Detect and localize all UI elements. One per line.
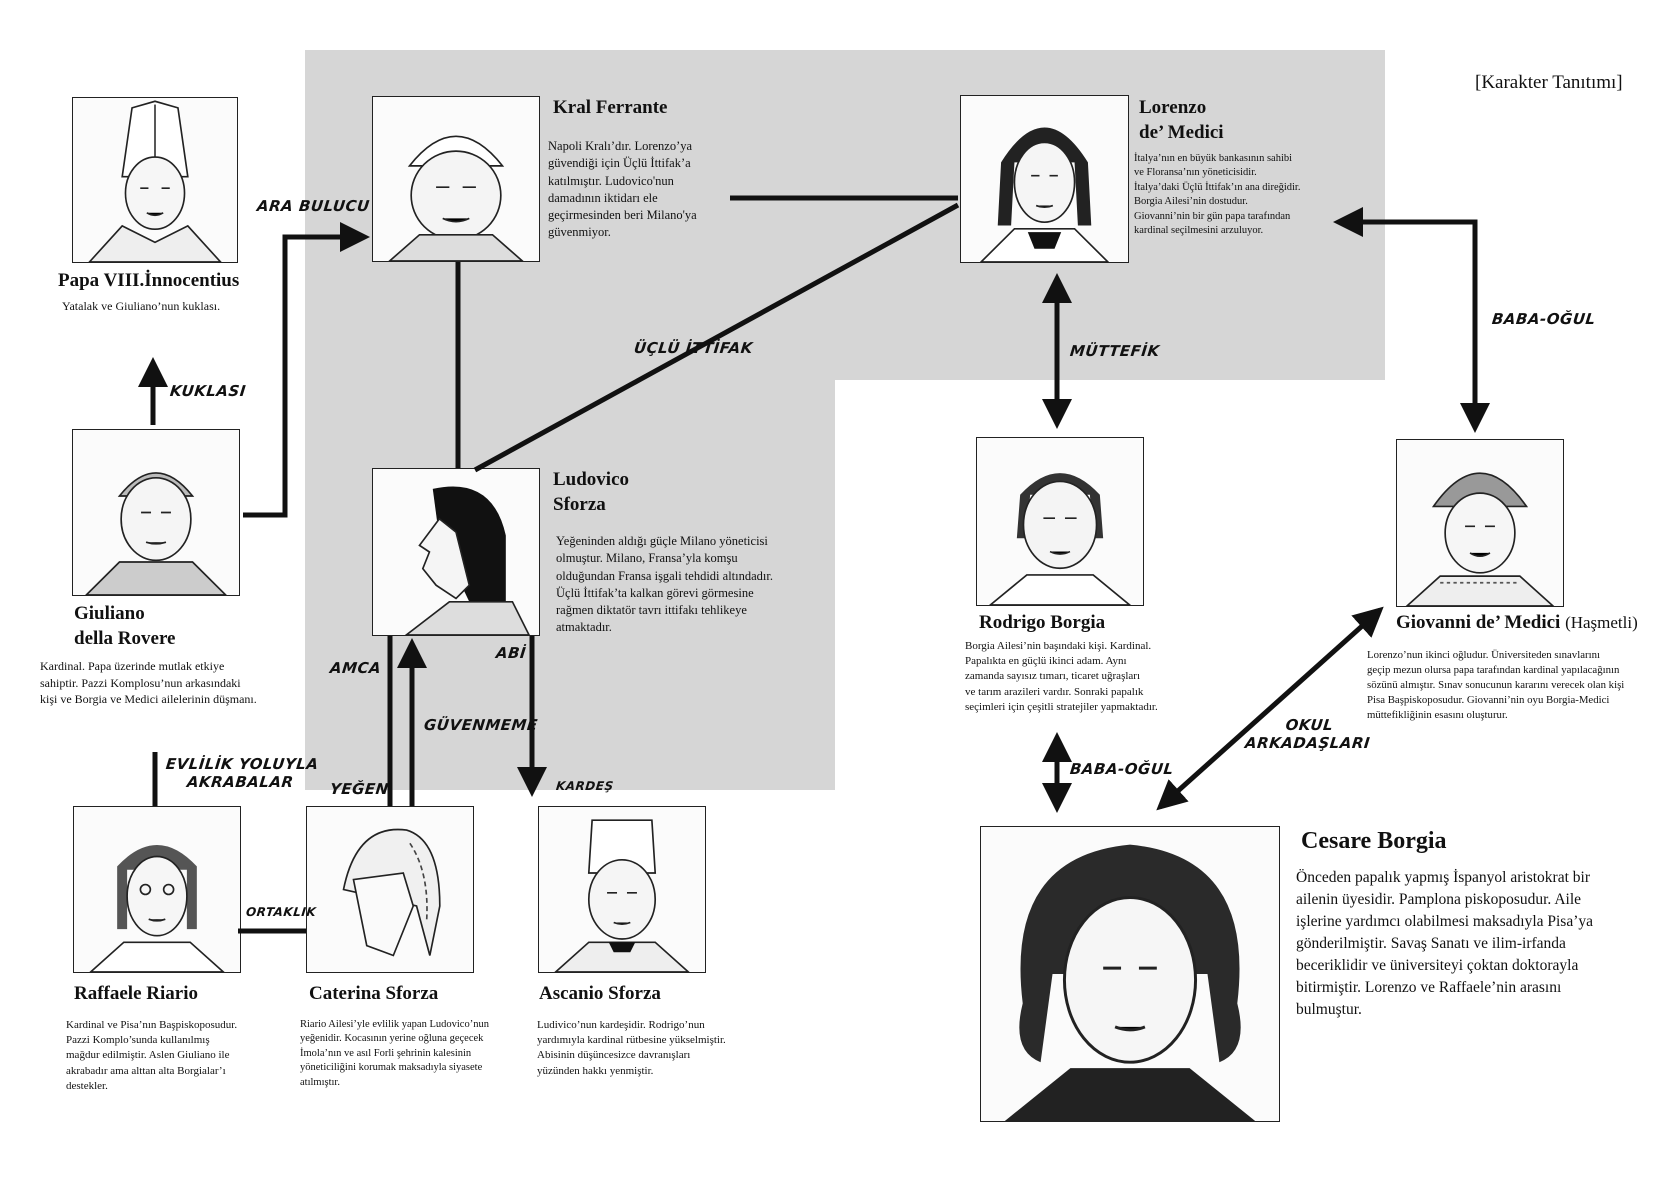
portrait-rodrigo [976, 437, 1144, 606]
portrait-ludovico [372, 468, 540, 636]
name-raffaele: Raffaele Riario [74, 983, 198, 1004]
portrait-ferrante [372, 96, 540, 262]
connector-ara-bulucu [243, 222, 370, 518]
name-innocentius: Papa VIII.İnnocentius [58, 270, 240, 291]
portrait-giuliano [72, 429, 240, 596]
portrait-lorenzo [960, 95, 1129, 263]
desc-ludovico: Yeğeninden aldığı güçle Milano yöneticis… [556, 534, 773, 635]
name-cesare: Cesare Borgia [1301, 828, 1447, 854]
portrait-cesare [980, 826, 1280, 1122]
portrait-caterina [306, 806, 474, 973]
name-giovanni: Giovanni de’ Medici (Haşmetli) [1396, 612, 1638, 633]
desc-cesare: Önceden papalık yapmış İspanyol aristokr… [1296, 869, 1594, 1018]
portrait-ascanio [538, 806, 706, 973]
connector-okul [1156, 606, 1384, 811]
portrait-giovanni [1396, 439, 1564, 607]
name-ferrante: Kral Ferrante [553, 97, 668, 118]
connector-uclu-ittifak [473, 202, 960, 473]
desc-raffaele: Kardinal ve Pisa’nın Başpiskoposudur.Paz… [66, 1019, 238, 1092]
desc-caterina: Riario Ailesi’yle evlilik yapan Ludovico… [300, 1019, 489, 1088]
page-heading: [Karakter Tanıtımı] [1475, 72, 1623, 93]
connector-baba-ogul-1 [1333, 207, 1490, 433]
name-rodrigo: Rodrigo Borgia [979, 612, 1106, 633]
desc-giovanni: Lorenzo’nun ikinci oğludur. Üniversitede… [1367, 649, 1625, 721]
desc-rodrigo: Borgia Ailesi’nin başındaki kişi. Kardin… [965, 640, 1158, 713]
portrait-raffaele [73, 806, 241, 973]
name-caterina: Caterina Sforza [309, 983, 439, 1004]
portrait-innocentius [72, 97, 238, 263]
desc-innocentius: Yatalak ve Giuliano’nun kuklası. [62, 299, 221, 313]
name-ascanio: Ascanio Sforza [539, 983, 661, 1004]
